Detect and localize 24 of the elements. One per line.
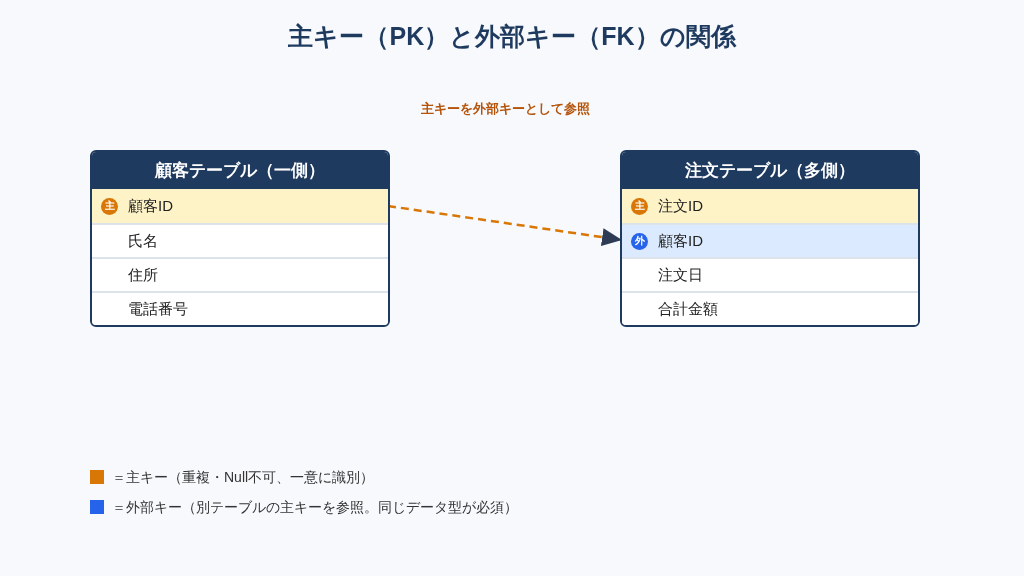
field-name: 住所: [128, 265, 158, 285]
table-card: [620, 150, 920, 327]
table-row: [622, 291, 918, 325]
annotation-text: 主キーを外部キーとして参照: [419, 100, 591, 118]
key-badge: 主: [101, 197, 118, 215]
table-row: [92, 189, 388, 223]
key-badge: 主: [631, 197, 648, 215]
field-name: 顧客ID: [128, 196, 173, 216]
field-name: 注文ID: [658, 196, 703, 216]
legend-text: ＝主キー（重複・Null不可、一意に識別）: [112, 468, 375, 486]
field-name: 顧客ID: [658, 231, 703, 251]
table-row: [622, 223, 918, 257]
key-badge: 外: [631, 232, 648, 250]
table-row: [622, 189, 918, 223]
field-name: 氏名: [128, 231, 158, 251]
table-row: [92, 291, 388, 325]
field-name: 合計金額: [658, 299, 718, 319]
table-header: 注文テーブル（多側）: [622, 152, 918, 189]
field-name: 注文日: [658, 265, 703, 285]
table-card: [90, 150, 390, 327]
field-name: 電話番号: [128, 299, 188, 319]
title: 主キー（PK）と外部キー（FK）の関係: [287, 21, 738, 52]
table-header: 顧客テーブル（一側）: [92, 152, 388, 189]
legend-text: ＝外部キー（別テーブルの主キーを参照。同じデータ型が必須）: [112, 498, 518, 516]
